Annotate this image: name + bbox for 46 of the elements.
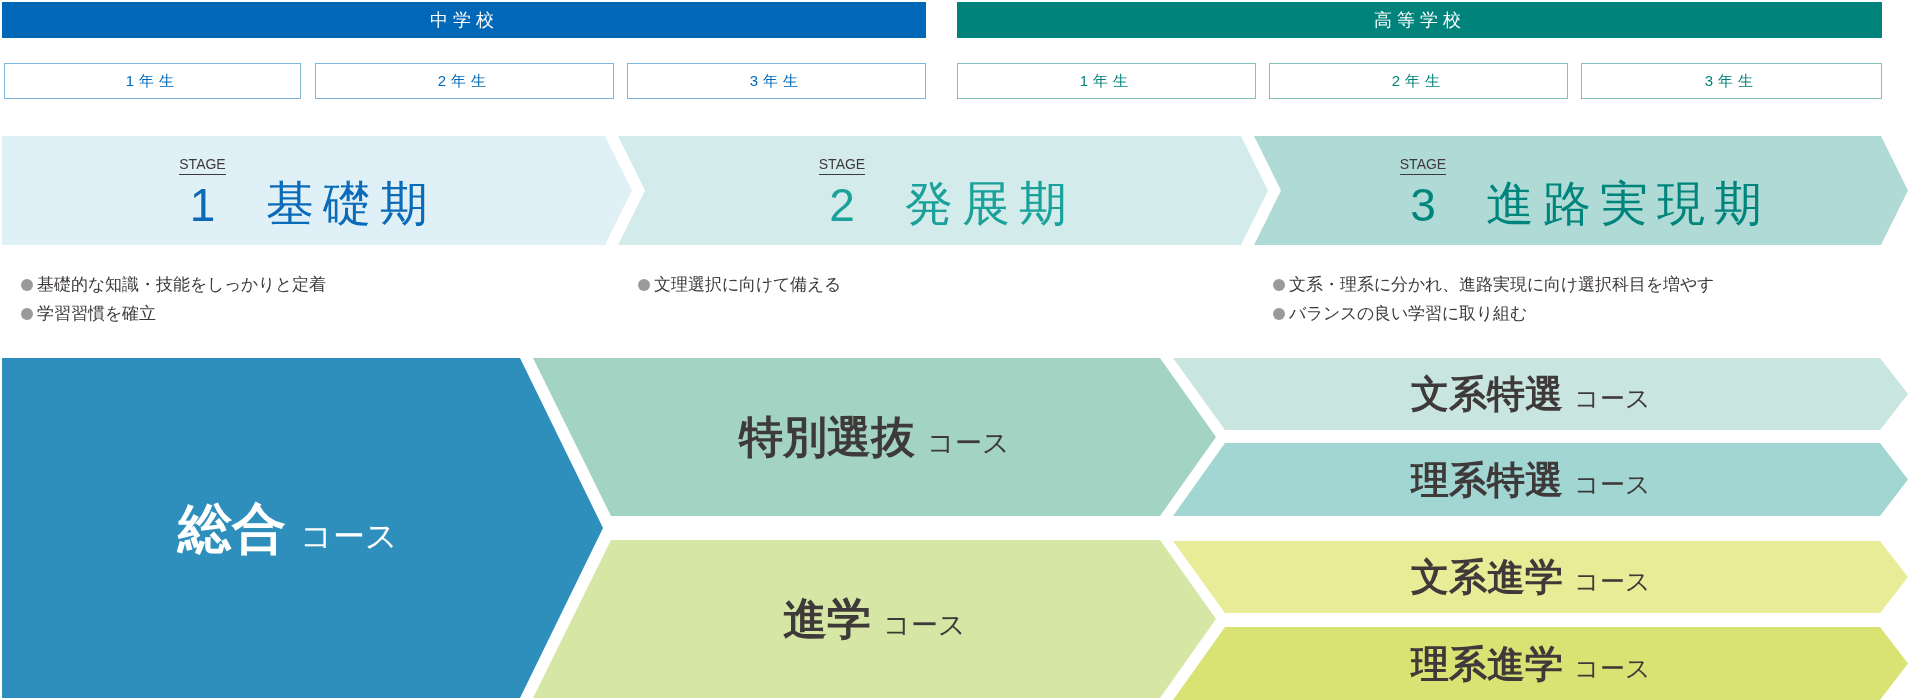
course-suffix: コース <box>1573 655 1651 681</box>
grade-box: 3年生 <box>627 63 926 99</box>
stage-number: 2 <box>829 182 855 228</box>
course-suffix: コース <box>927 430 1010 457</box>
grade-box: 2年生 <box>315 63 614 99</box>
stage-description: 文系・理系に分かれ、進路実現に向け選択科目を増やす <box>1289 276 1714 293</box>
stage-title: 基礎期 <box>265 180 437 228</box>
stage-number: 3 <box>1410 182 1436 228</box>
school-level-header: 中学校 <box>2 2 926 38</box>
course-suffix: コース <box>1573 386 1651 411</box>
course-name: 理系進学 <box>1410 644 1563 683</box>
stage-description: バランスの良い学習に取り組む <box>1289 305 1527 322</box>
stage-label: STAGE <box>179 157 226 175</box>
stage-title: 進路実現期 <box>1486 180 1772 228</box>
grade-box: 1年生 <box>957 63 1256 99</box>
course-suffix: コース <box>299 520 398 552</box>
stage-number: 1 <box>189 182 216 228</box>
course-name: 特別選抜 <box>739 415 915 459</box>
course-suffix: コース <box>1573 569 1651 594</box>
course-banner <box>2 358 603 698</box>
grade-box: 1年生 <box>4 63 301 99</box>
course-banner <box>533 540 1216 698</box>
course-name: 文系特選 <box>1410 375 1563 413</box>
stage-banner <box>2 136 632 245</box>
grade-box: 3年生 <box>1581 63 1882 99</box>
stage-title: 発展期 <box>905 180 1077 228</box>
course-suffix: コース <box>883 612 966 639</box>
grade-box: 2年生 <box>1269 63 1568 99</box>
course-banner <box>1173 443 1908 516</box>
course-suffix: コース <box>1573 471 1651 497</box>
course-banner <box>533 358 1216 516</box>
course-banner <box>1173 358 1908 430</box>
course-name: 理系特選 <box>1410 460 1563 499</box>
course-name: 総合 <box>177 501 286 555</box>
course-banner <box>1173 541 1908 613</box>
stage-description: 基礎的な知識・技能をしっかりと定着 <box>37 276 326 293</box>
course-name: 文系進学 <box>1410 558 1563 596</box>
course-name: 進学 <box>783 597 871 641</box>
stage-label: STAGE <box>818 157 866 175</box>
stage-banner <box>618 136 1268 245</box>
school-level-header: 高等学校 <box>957 2 1882 38</box>
stage-banner <box>1254 136 1908 245</box>
stage-description: 学習習慣を確立 <box>37 305 156 322</box>
course-banner <box>1173 627 1908 700</box>
stage-description: 文理選択に向けて備える <box>654 276 841 293</box>
stage-label: STAGE <box>1399 157 1447 175</box>
